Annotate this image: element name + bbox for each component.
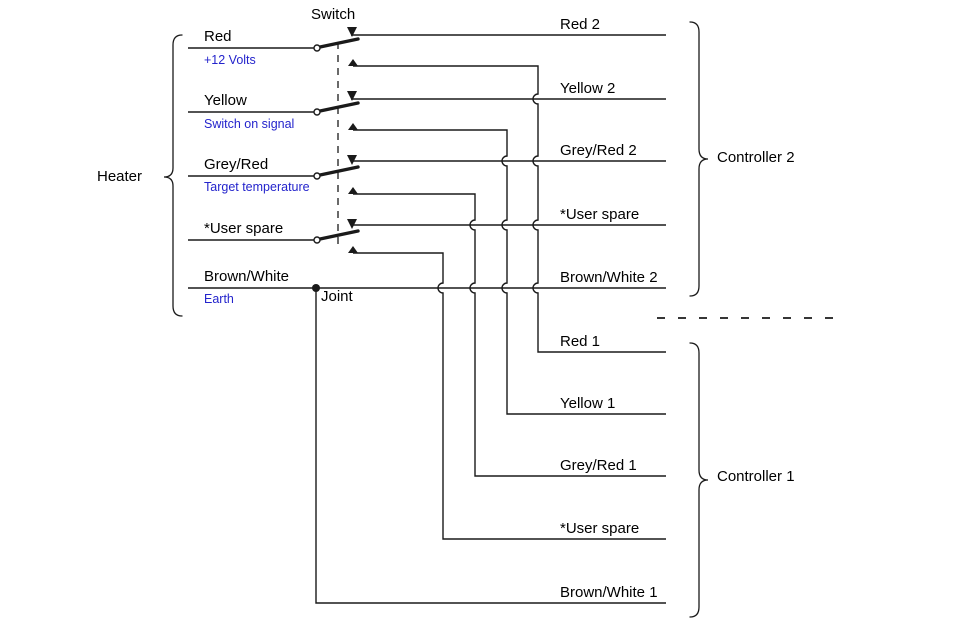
contact-upper-triangle-icon <box>347 27 357 37</box>
switch-pole-icon <box>313 172 321 180</box>
wire-red1 <box>353 65 666 353</box>
contact-upper-triangle-icon <box>347 219 357 229</box>
heater-brace-icon <box>163 34 183 317</box>
joint-label: Joint <box>321 288 353 305</box>
contact-upper-triangle-icon <box>347 91 357 101</box>
controller1-wire-label-userspare: *User spare <box>560 520 640 537</box>
switch-pole-icon <box>313 108 321 116</box>
controller2-wire-label-yellow2: Yellow 2 <box>560 80 616 97</box>
switch-greyred <box>313 155 360 194</box>
wire-greyred1 <box>353 193 666 477</box>
heater-wire-function-red: +12 Volts <box>204 53 256 67</box>
controller2-label: Controller 2 <box>717 149 795 166</box>
heater-wire-label-red: Red <box>204 28 232 45</box>
controller1-wire-label-red1: Red 1 <box>560 333 601 350</box>
controller1-wire-label-yellow1: Yellow 1 <box>560 395 616 412</box>
switch-pole-icon <box>313 44 321 52</box>
switch-yellow <box>313 91 360 130</box>
switch-pole-icon <box>313 236 321 244</box>
switch-red <box>313 27 360 66</box>
switch-blade-icon <box>318 229 360 241</box>
joint-dot-icon <box>312 284 320 292</box>
contact-lower-triangle-icon <box>348 187 358 194</box>
heater-wire-label-userspare: *User spare <box>204 220 284 237</box>
controller1-wires <box>315 65 666 604</box>
heater-wire-function-greyred: Target temperature <box>204 180 310 194</box>
controller1-wire-label-greyred1: Grey/Red 1 <box>560 457 637 474</box>
wire-brownwhite1 <box>315 288 666 604</box>
controller1-wire-label-brownwhite1: Brown/White 1 <box>560 584 658 601</box>
switch-symbols <box>313 27 360 253</box>
heater-wires <box>188 47 666 289</box>
controller1-label: Controller 1 <box>717 468 795 485</box>
contact-lower-triangle-icon <box>348 123 358 130</box>
switch-blade-icon <box>318 165 360 177</box>
wire-yellow1 <box>353 129 666 415</box>
heater-wire-function-brownwhite: Earth <box>204 292 234 306</box>
heater-wire-label-yellow: Yellow <box>204 92 247 109</box>
controller2-wire-label-userspare: *User spare <box>560 206 640 223</box>
heater-wire-label-brownwhite: Brown/White <box>204 268 290 285</box>
controller2-brace-icon <box>689 21 709 297</box>
wire-userspare1 <box>353 252 666 540</box>
contact-lower-triangle-icon <box>348 59 358 66</box>
heater-wire-function-yellow: Switch on signal <box>204 117 295 131</box>
contact-lower-triangle-icon <box>348 246 358 253</box>
controller2-wire-label-red2: Red 2 <box>560 16 601 33</box>
switch-userspare <box>313 219 360 253</box>
switch-label: Switch <box>311 6 356 23</box>
controller2-wire-label-greyred2: Grey/Red 2 <box>560 142 637 159</box>
heater-wire-label-greyred: Grey/Red <box>204 156 269 173</box>
controller2-wire-label-brownwhite2: Brown/White 2 <box>560 269 658 286</box>
controller1-brace-icon <box>689 342 709 618</box>
switch-blade-icon <box>318 37 360 49</box>
controller2-wires <box>351 34 666 226</box>
heater-label: Heater <box>97 168 143 185</box>
contact-upper-triangle-icon <box>347 155 357 165</box>
switch-blade-icon <box>318 101 360 113</box>
